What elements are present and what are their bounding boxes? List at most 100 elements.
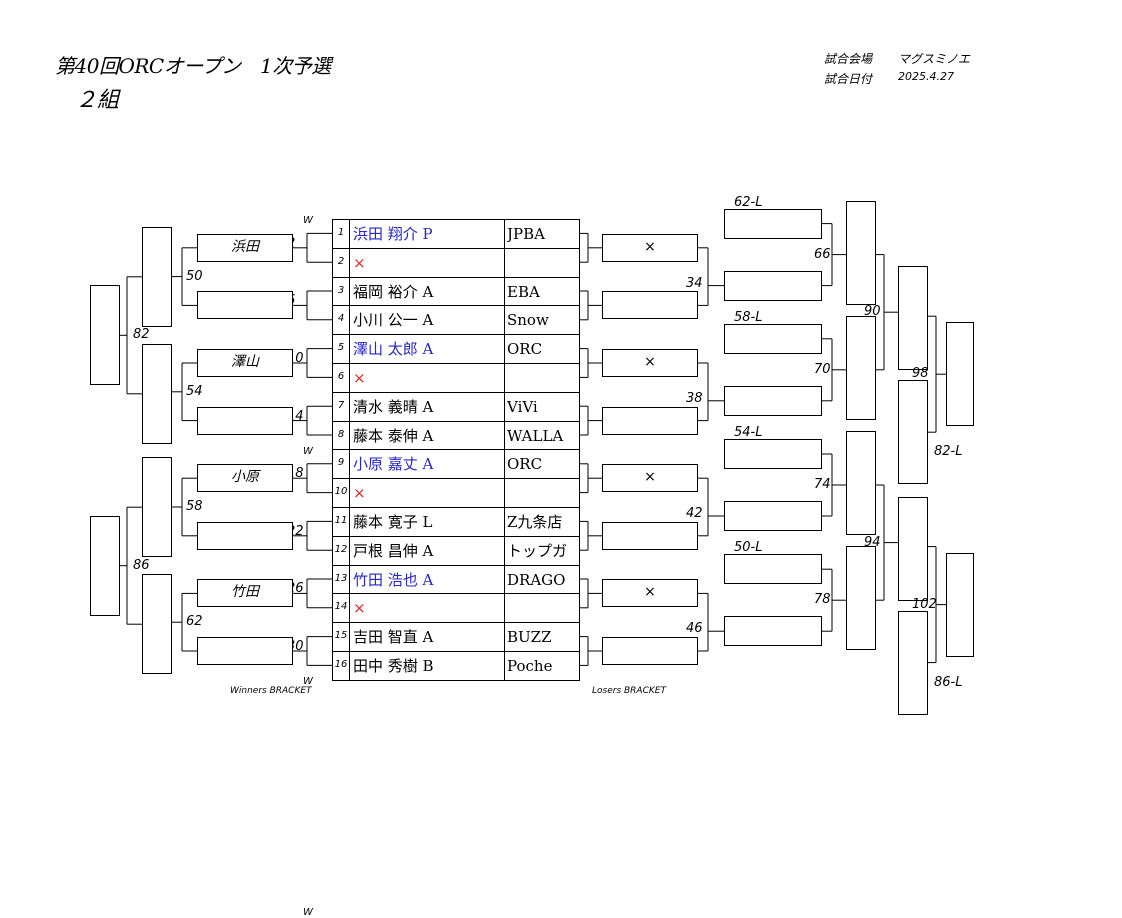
club-cell xyxy=(504,507,580,537)
winners-slot-name: 澤山 xyxy=(231,354,259,370)
losers-r2-winner-box xyxy=(846,546,876,651)
player-club: ViVi xyxy=(507,397,538,416)
player-number: 15 xyxy=(334,630,348,642)
player-number: 9 xyxy=(337,457,345,469)
player-name: 澤山 太郎 A xyxy=(353,340,434,359)
player-name: × xyxy=(353,369,366,387)
losers-r2-match-number: 78 xyxy=(814,592,831,608)
winners-slot-box xyxy=(197,233,293,262)
bye-mark: W xyxy=(303,445,313,457)
losers-drop-box xyxy=(724,323,822,354)
club-cell xyxy=(504,334,580,364)
winners-slot-name: 浜田 xyxy=(231,238,259,255)
losers-slot-box xyxy=(602,579,698,608)
losers-drop-label: 62-L xyxy=(734,194,763,210)
losers-drop-label: 50-L xyxy=(734,540,763,556)
player-club xyxy=(507,364,579,393)
winners-r3-match-number: 86 xyxy=(133,557,150,573)
winners-r3-match-number: 82 xyxy=(133,327,150,343)
losers-r4-winner-box xyxy=(946,322,974,427)
player-name: 藤本 寛子 L xyxy=(353,513,433,531)
losers-r1-winner-box xyxy=(724,616,822,647)
club-cell xyxy=(504,478,580,508)
losers-r4-drop-box xyxy=(898,610,928,715)
club-cell xyxy=(504,535,580,566)
losers-r2-winner-box xyxy=(846,315,876,420)
losers-r4-match-number: 98 xyxy=(912,366,929,382)
losers-r2-match-number: 70 xyxy=(814,361,831,377)
player-number: 5 xyxy=(337,342,345,354)
winners-r2-winner-box xyxy=(142,226,172,327)
losers-slot-box xyxy=(602,406,698,435)
club-cell xyxy=(504,420,580,451)
losers-drop-box xyxy=(724,208,822,239)
player-number: 12 xyxy=(334,543,348,555)
player-number: 6 xyxy=(337,371,345,382)
player-club: トップガ xyxy=(507,541,568,560)
winners-r2-winner-box xyxy=(142,457,172,558)
player-club: JPBA xyxy=(507,225,545,243)
winners-slot-box xyxy=(197,579,293,608)
losers-r1-winner-box xyxy=(724,270,822,301)
player-name: 福岡 裕介 A xyxy=(353,282,434,301)
player-number: 8 xyxy=(337,428,345,440)
losers-slot-box xyxy=(602,637,698,665)
winners-slot-box xyxy=(197,464,293,493)
player-club: ORC xyxy=(507,455,543,474)
winners-final-box xyxy=(90,285,120,386)
winners-slot-box xyxy=(197,349,293,377)
losers-slot-mark: × xyxy=(644,584,656,601)
winners-slot-box xyxy=(197,291,293,320)
page-title: 第40回ORCオープン 1次予選 xyxy=(55,54,331,78)
losers-slot-box xyxy=(602,233,698,262)
losers-r1-match-number: 42 xyxy=(686,506,703,521)
player-number-cell xyxy=(332,651,350,681)
group-label: ２組 xyxy=(75,88,120,113)
losers-r2-winner-box xyxy=(846,431,876,535)
player-name: 清水 義晴 A xyxy=(353,397,434,416)
losers-r2-winner-box xyxy=(846,200,876,305)
player-name: 浜田 翔介 P xyxy=(353,225,433,243)
venue-value: マグスミノエ xyxy=(898,52,971,66)
player-name: 小川 公一 A xyxy=(353,311,434,330)
losers-r4-drop-label: 82-L xyxy=(934,444,963,460)
bracket-lines xyxy=(120,223,946,666)
player-number: 14 xyxy=(334,601,348,613)
losers-slot-mark: × xyxy=(644,354,656,370)
player-club: WALLA xyxy=(507,426,564,445)
date-value: 2025.4.27 xyxy=(898,70,954,83)
date-label: 試合日付 xyxy=(824,72,873,86)
player-name: 小原 嘉丈 A xyxy=(353,455,434,474)
player-club: DRAGO xyxy=(507,570,566,589)
player-name: 藤本 泰伸 A xyxy=(353,426,434,445)
winners-r2-match-number: 58 xyxy=(186,499,203,514)
player-name: × xyxy=(353,599,366,618)
player-number: 4 xyxy=(337,313,345,325)
losers-slot-box xyxy=(602,349,698,377)
losers-slot-box xyxy=(602,464,698,493)
losers-r4-drop-box xyxy=(898,380,928,485)
winners-slot-box xyxy=(197,406,293,435)
venue-label: 試合会場 xyxy=(824,52,873,66)
player-club: Z九条店 xyxy=(507,513,563,531)
losers-r3-winner-box xyxy=(898,496,928,601)
losers-r2-match-number: 66 xyxy=(814,246,831,262)
player-number: 16 xyxy=(334,659,348,670)
club-cell xyxy=(504,247,580,278)
losers-slot-box xyxy=(602,291,698,320)
player-club: Poche xyxy=(507,657,553,675)
winners-slot-box xyxy=(197,637,293,665)
winners-r2-winner-box xyxy=(142,343,172,444)
player-club: EBA xyxy=(507,282,540,301)
club-cell xyxy=(504,305,580,336)
bye-mark: W xyxy=(303,906,313,918)
player-number: 7 xyxy=(337,399,345,411)
winners-slot-box xyxy=(197,521,293,550)
winners-r2-match-number: 50 xyxy=(186,268,203,284)
winners-bracket-label: Winners BRACKET xyxy=(230,686,312,696)
losers-r1-winner-box xyxy=(724,385,822,416)
losers-r1-winner-box xyxy=(724,501,822,531)
club-cell xyxy=(504,651,580,681)
losers-slot-mark: × xyxy=(644,238,656,255)
player-name: 田中 秀樹 B xyxy=(353,657,434,675)
